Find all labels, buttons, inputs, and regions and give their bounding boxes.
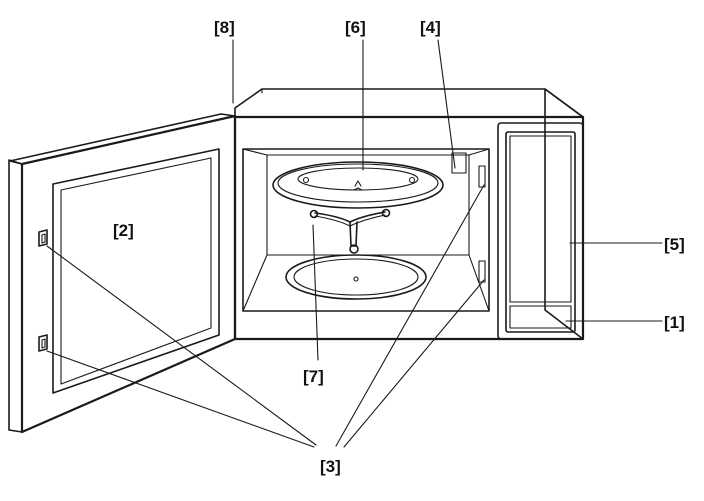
callout-3: [3] [320,457,341,476]
callout-4: [4] [420,18,441,37]
door-latch-lower [38,334,48,352]
turntable-recess [285,254,427,300]
control-panel [497,122,584,340]
callout-7: [7] [303,367,324,386]
callout-2: [2] [113,221,134,240]
door-latch-upper [38,229,48,247]
callout-1: [1] [664,313,685,332]
door [8,113,237,434]
callout-6: [6] [345,18,366,37]
roller-ring [309,208,391,254]
callouts: [8] [6] [4] [2] [5] [1] [7] [3] [113,18,685,476]
callout-5: [5] [664,235,685,254]
glass-tray [272,161,444,209]
leader-lines [46,39,663,448]
callout-8: [8] [214,18,235,37]
oven-cavity [242,148,490,312]
latch-hole-upper [478,165,486,188]
latch-hole-lower [478,260,486,283]
waveguide-cover [451,152,467,174]
